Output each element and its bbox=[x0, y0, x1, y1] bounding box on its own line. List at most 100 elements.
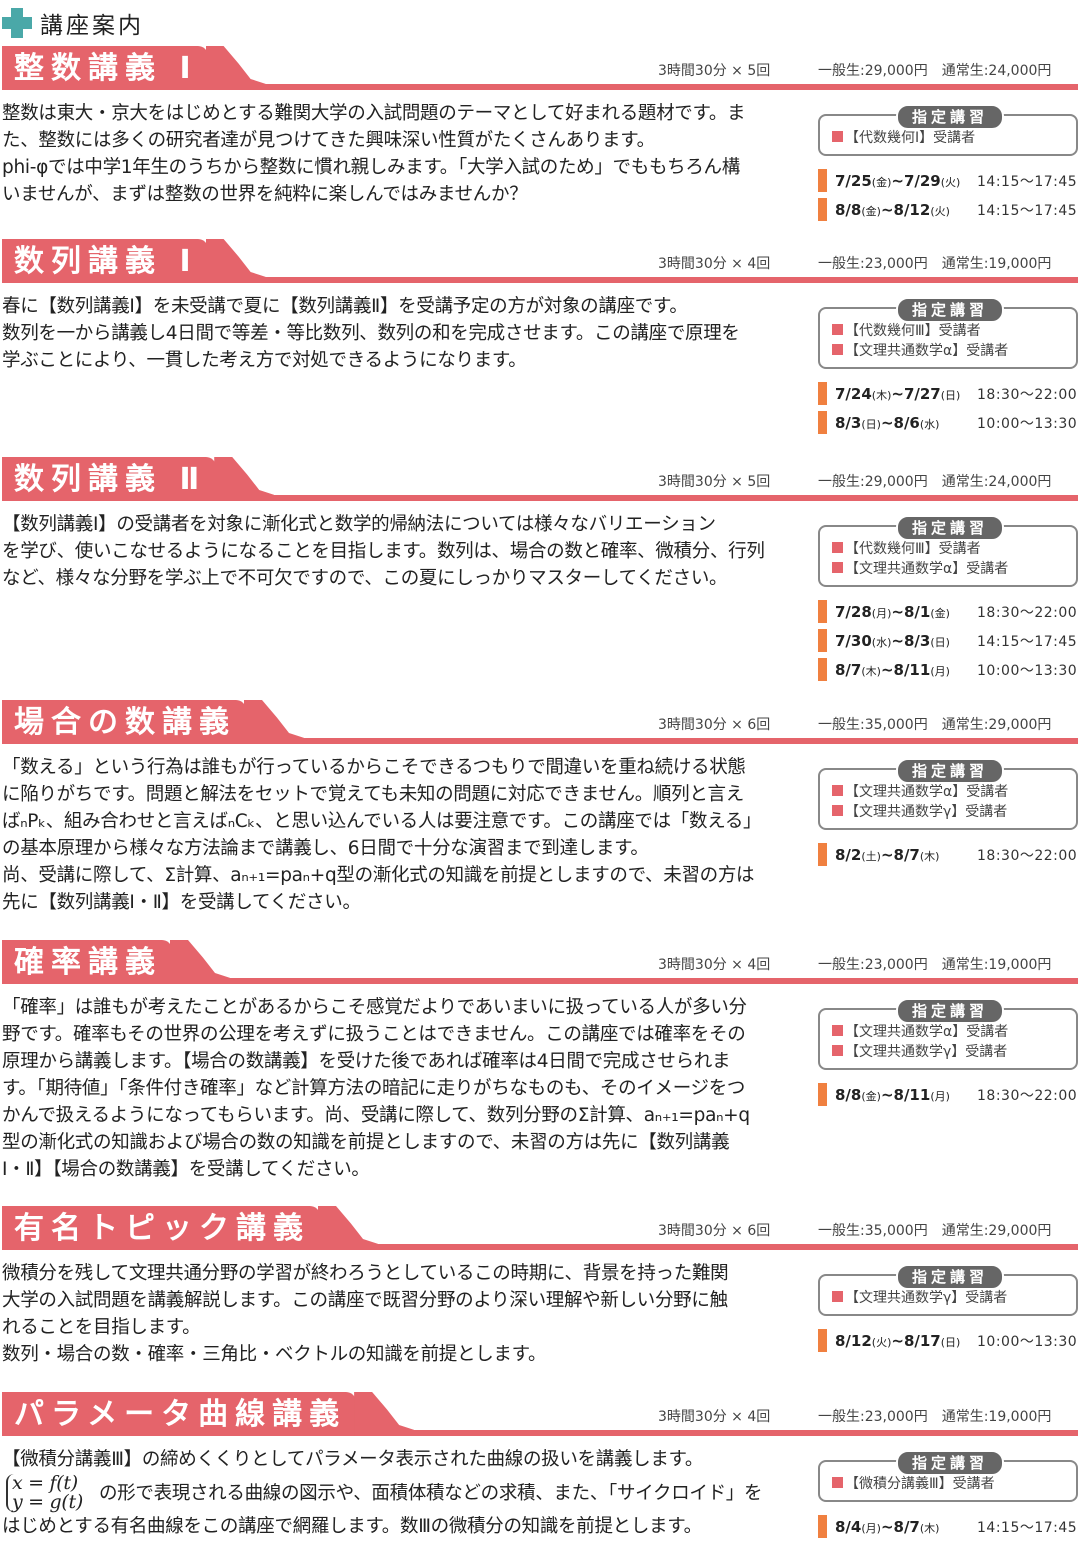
session-marker bbox=[818, 382, 827, 405]
start-weekday: (水) bbox=[871, 635, 892, 649]
description-line: を学び、使いこなせるようになることを目指します。数列は、場合の数と確率、微積分、… bbox=[2, 541, 765, 562]
end-date: ~8/11 bbox=[880, 660, 931, 679]
square-bullet-icon bbox=[832, 542, 843, 553]
session-time: 14:15〜17:45 bbox=[977, 173, 1078, 190]
end-weekday: (日) bbox=[940, 1335, 961, 1349]
course-section: パラメータ曲線講義 3時間30分 × 4回 一般生:23,000円通常生:19,… bbox=[0, 1392, 1080, 1546]
session-row: 7/28(月)~8/1(金)18:30〜22:00 bbox=[818, 597, 1078, 626]
required-course-text: 【文理共通数学α】受講者 bbox=[845, 784, 1009, 800]
course-description: 微積分を残して文理共通分野の学習が終わろうとしているこの時期に、背景を持った難関… bbox=[2, 1260, 810, 1368]
description-line: 型の漸化式の知識および場合の数の知識を前提としますので、未習の方は先に【数列講義 bbox=[2, 1132, 730, 1153]
description-line: の基本原理から様々な方法論まで講義し、6日間で十分な演習まで到達します。 bbox=[2, 838, 649, 859]
session-row: 8/12(火)~8/17(日)10:00〜13:30 bbox=[818, 1326, 1078, 1355]
course-duration: 3時間30分 × 4回 bbox=[658, 1409, 771, 1425]
page-header: 講座案内 bbox=[0, 0, 1080, 46]
course-sidebar: 指定講習【代数幾何Ⅲ】受講者【文理共通数学α】受講者 7/28(月)~8/1(金)… bbox=[818, 515, 1078, 684]
required-label: 指定講習 bbox=[896, 515, 1005, 541]
required-courses-box: 指定講習【文理共通数学γ】受講者 bbox=[818, 1264, 1078, 1316]
course-section: 確率講義 3時間30分 × 4回 一般生:23,000円通常生:19,000円 … bbox=[0, 940, 1080, 1206]
course-title: パラメータ曲線講義 bbox=[2, 1392, 357, 1436]
course-section: 有名トピック講義 3時間30分 × 6回 一般生:35,000円通常生:29,0… bbox=[0, 1206, 1080, 1392]
end-weekday: (木) bbox=[919, 849, 940, 863]
header-rule bbox=[2, 1244, 1078, 1250]
required-course-text: 【代数幾何Ⅲ】受講者 bbox=[845, 323, 981, 339]
description-line: ばₙPₖ、組み合わせと言えばₙCₖ、と思い込んでいる人は要注意です。この講座では… bbox=[2, 811, 762, 832]
end-weekday: (月) bbox=[930, 664, 950, 678]
required-course-text: 【文理共通数学γ】受講者 bbox=[845, 1044, 1008, 1060]
required-course-text: 【文理共通数学α】受講者 bbox=[845, 561, 1009, 577]
start-date: 8/12 bbox=[835, 1331, 872, 1350]
fee-general: 一般生:35,000円 bbox=[818, 1223, 928, 1239]
session-row: 8/7(木)~8/11(月)10:00〜13:30 bbox=[818, 655, 1078, 684]
session-dates: 7/25(金)~7/29(火) bbox=[835, 172, 977, 190]
required-course-text: 【代数幾何Ⅰ】受講者 bbox=[845, 130, 976, 146]
session-time: 18:30〜22:00 bbox=[977, 386, 1078, 403]
square-bullet-icon bbox=[832, 344, 843, 355]
end-date: ~8/3 bbox=[891, 631, 931, 650]
description-line: 【数列講義Ⅰ】の受講者を対象に漸化式と数学的帰納法については様々なバリエーション bbox=[2, 514, 716, 535]
course-fees: 一般生:23,000円通常生:19,000円 bbox=[818, 1406, 1051, 1426]
course-description: 【数列講義Ⅰ】の受講者を対象に漸化式と数学的帰納法については様々なバリエーション… bbox=[2, 511, 810, 592]
start-weekday: (日) bbox=[861, 417, 881, 431]
square-bullet-icon bbox=[832, 1045, 843, 1056]
course-header: 数列講義 Ⅰ 3時間30分 × 4回 一般生:23,000円通常生:19,000… bbox=[0, 239, 1080, 283]
course-fees: 一般生:29,000円通常生:24,000円 bbox=[818, 471, 1051, 491]
required-label: 指定講習 bbox=[896, 1450, 1005, 1476]
description-line: 「確率」は誰もが考えたことがあるからこそ感覚だよりであいまいに扱っている人が多い… bbox=[2, 997, 747, 1018]
required-course-item: 【文理共通数学α】受講者 bbox=[832, 559, 1064, 579]
required-label: 指定講習 bbox=[896, 998, 1005, 1024]
start-weekday: (土) bbox=[861, 849, 881, 863]
square-bullet-icon bbox=[832, 1291, 843, 1302]
course-header: 場合の数講義 3時間30分 × 6回 一般生:35,000円通常生:29,000… bbox=[0, 700, 1080, 744]
description-line: 学ぶことにより、一貫した考え方で対処できるようになります。 bbox=[2, 350, 527, 371]
session-dates: 8/8(金)~8/11(月) bbox=[835, 1086, 977, 1104]
end-weekday: (金) bbox=[930, 606, 950, 620]
required-label: 指定講習 bbox=[896, 297, 1005, 323]
course-duration: 3時間30分 × 4回 bbox=[658, 256, 771, 272]
course-title: 場合の数講義 bbox=[2, 700, 246, 744]
square-bullet-icon bbox=[832, 324, 843, 335]
session-row: 8/3(日)~8/6(水)10:00〜13:30 bbox=[818, 408, 1078, 437]
course-duration: 3時間30分 × 5回 bbox=[658, 63, 771, 79]
session-dates: 8/2(土)~8/7(木) bbox=[835, 846, 977, 864]
plus-icon bbox=[2, 8, 32, 38]
description-line: 「数える」という行為は誰もが行っているからこそできるつもりで間違いを重ね続ける状… bbox=[2, 757, 746, 778]
fee-regular: 通常生:19,000円 bbox=[941, 256, 1052, 272]
formula-y: y = g(t) bbox=[12, 1491, 83, 1513]
end-date: ~8/7 bbox=[880, 1517, 920, 1536]
required-course-item: 【文理共通数学γ】受講者 bbox=[832, 802, 1064, 822]
end-date: ~7/29 bbox=[891, 171, 941, 190]
session-time: 14:15〜17:45 bbox=[977, 202, 1078, 219]
end-weekday: (日) bbox=[930, 635, 950, 649]
square-bullet-icon bbox=[832, 785, 843, 796]
required-course-item: 【文理共通数学α】受講者 bbox=[832, 341, 1064, 361]
fee-regular: 通常生:24,000円 bbox=[941, 474, 1052, 490]
start-date: 7/28 bbox=[835, 602, 872, 621]
session-marker bbox=[818, 600, 827, 623]
session-dates: 8/12(火)~8/17(日) bbox=[835, 1332, 977, 1350]
start-date: 8/4 bbox=[835, 1517, 862, 1536]
end-weekday: (水) bbox=[919, 417, 940, 431]
session-time: 18:30〜22:00 bbox=[977, 1087, 1078, 1104]
start-weekday: (火) bbox=[871, 1335, 892, 1349]
description-line: 春に【数列講義Ⅰ】を未受講で夏に【数列講義Ⅱ】を受講予定の方が対象の講座です。 bbox=[2, 296, 688, 317]
course-description: 「確率」は誰もが考えたことがあるからこそ感覚だよりであいまいに扱っている人が多い… bbox=[2, 994, 810, 1183]
course-section: 場合の数講義 3時間30分 × 6回 一般生:35,000円通常生:29,000… bbox=[0, 700, 1080, 940]
course-description: 「数える」という行為は誰もが行っているからこそできるつもりで間違いを重ね続ける状… bbox=[2, 754, 810, 916]
formula-x: x = f(t) bbox=[12, 1472, 78, 1494]
course-description: 整数は東大・京大をはじめとする難関大学の入試問題のテーマとして好まれる題材です。… bbox=[2, 100, 810, 208]
end-weekday: (火) bbox=[940, 175, 961, 189]
session-marker bbox=[818, 169, 827, 192]
required-course-item: 【代数幾何Ⅲ】受講者 bbox=[832, 539, 1064, 559]
course-title: 整数講義 Ⅰ bbox=[2, 46, 208, 90]
end-weekday: (木) bbox=[919, 1521, 940, 1535]
description-line: いませんが、まずは整数の世界を純粋に楽しんではみませんか？ bbox=[2, 184, 528, 205]
start-date: 8/2 bbox=[835, 845, 862, 864]
session-marker bbox=[818, 629, 827, 652]
fee-general: 一般生:23,000円 bbox=[818, 957, 928, 973]
start-date: 7/24 bbox=[835, 384, 872, 403]
description-line: 先に【数列講義Ⅰ・Ⅱ】を受講してください。 bbox=[2, 892, 361, 913]
course-section: 整数講義 Ⅰ 3時間30分 × 5回 一般生:29,000円通常生:24,000… bbox=[0, 46, 1080, 239]
